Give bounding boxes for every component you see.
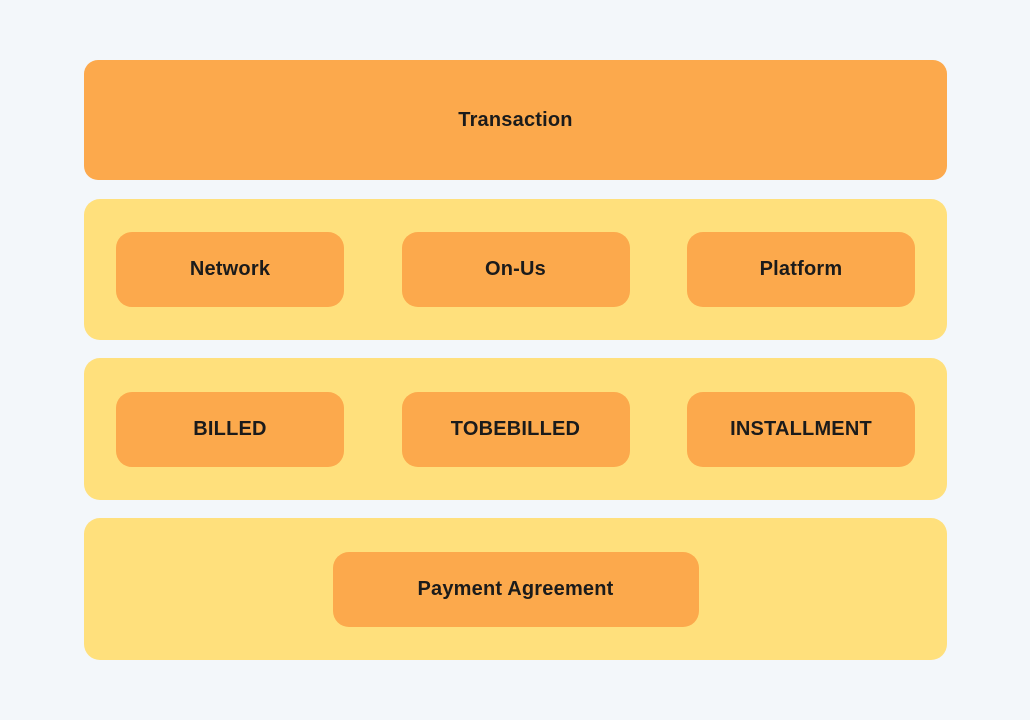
diagram-node-platform: Platform — [687, 232, 915, 307]
installment-label: INSTALLMENT — [730, 417, 872, 440]
billed-label: BILLED — [193, 417, 267, 440]
diagram-node-network: Network — [116, 232, 344, 307]
diagram-node-on-us: On-Us — [401, 232, 630, 307]
diagram-group-agreement: Payment Agreement — [84, 518, 947, 660]
network-label: Network — [189, 258, 271, 280]
diagram-group-billing-states: BILLED TOBEBILLED INSTALLMENT — [84, 358, 947, 500]
diagram-node-transaction: Transaction — [84, 60, 947, 180]
tobebilled-label: TOBEBILLED — [450, 417, 581, 440]
transaction-label: Transaction — [458, 108, 573, 131]
diagram-node-payment-agreement: Payment Agreement — [332, 551, 699, 627]
diagram-node-tobebilled: TOBEBILLED — [401, 391, 630, 467]
diagram-node-billed: BILLED — [116, 391, 344, 467]
diagram-group-transaction-types: Network On-Us Platform — [84, 199, 947, 340]
diagram-node-installment: INSTALLMENT — [687, 391, 915, 467]
on-us-label: On-Us — [485, 258, 546, 280]
platform-label: Platform — [759, 258, 843, 280]
payment-agreement-label: Payment Agreement — [417, 577, 614, 600]
